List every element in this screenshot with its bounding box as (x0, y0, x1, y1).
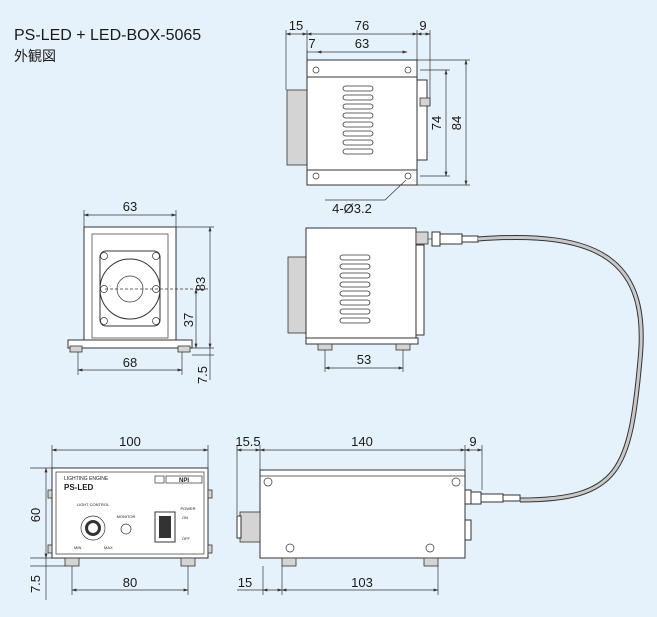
dim-103: 103 (351, 575, 373, 590)
panel-off: OFF (182, 536, 191, 541)
page-subtitle: 外観図 (14, 48, 56, 64)
dim-7: 7 (308, 36, 315, 51)
hole-label: 4-Ø3.2 (332, 201, 372, 216)
cable (477, 234, 644, 503)
panel-brand: PS-LED (64, 483, 94, 492)
dim-68: 68 (123, 355, 137, 370)
panel-monitor: MONITOR (117, 514, 136, 519)
panel-max: MAX (104, 545, 113, 550)
dim-37: 37 (181, 313, 196, 327)
dim-7-5: 7.5 (28, 575, 43, 593)
dim-9: 9 (469, 434, 476, 449)
dim-15-5: 15.5 (235, 434, 260, 449)
panel-light-control: LIGHT CONTROL (77, 502, 110, 507)
dim-84: 84 (449, 116, 464, 130)
panel-engine: LIGHTING ENGINE (64, 476, 109, 482)
dim-9: 9 (419, 18, 426, 33)
dim-15: 15 (289, 18, 303, 33)
dim-53: 53 (357, 352, 371, 367)
front-view: 63 83 37 68 7.5 (67, 199, 214, 384)
dim-74: 74 (429, 116, 444, 130)
page-title: PS-LED + LED-BOX-5065 (14, 27, 202, 44)
dim-80: 80 (123, 575, 137, 590)
dim-100: 100 (119, 434, 141, 449)
dim-7-5: 7.5 (195, 366, 210, 384)
panel-logo: NPI (179, 478, 189, 484)
top-view: 15 76 9 7 63 74 84 4-Ø3.2 (285, 18, 470, 216)
ps-front-view: LIGHTING ENGINE PS-LED NPI LIGHT CONTROL… (28, 434, 213, 600)
panel-power: POWER (180, 506, 195, 511)
dim-60: 60 (28, 508, 43, 522)
dim-140: 140 (351, 434, 373, 449)
dim-63: 63 (123, 199, 137, 214)
dim-83: 83 (193, 277, 208, 291)
dim-63: 63 (355, 36, 369, 51)
cable-inner (477, 235, 643, 502)
side-view: 53 (287, 227, 479, 372)
panel-on: ON (182, 515, 188, 520)
dim-76: 76 (355, 18, 369, 33)
panel-min: MIN (74, 545, 81, 550)
dim-15: 15 (238, 575, 252, 590)
ps-side-view: 15.5 140 9 15 103 (235, 434, 521, 595)
